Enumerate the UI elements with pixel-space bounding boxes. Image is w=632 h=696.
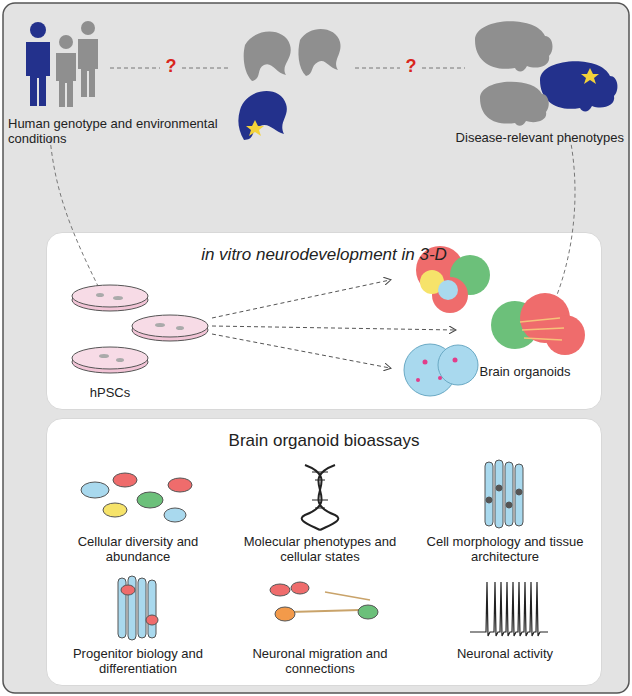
caption: Progenitor biology and differentiation (48, 646, 228, 676)
organoids (404, 246, 585, 396)
progenitor-icon (118, 576, 158, 640)
dashed-links (50, 68, 575, 300)
caption: Molecular phenotypes and cellular states (230, 534, 410, 564)
question-mark: ? (402, 56, 420, 76)
tissue-architecture-icon (485, 460, 523, 528)
embryo-shapes (238, 29, 340, 140)
caption: hPSCs (70, 385, 150, 400)
caption: Disease-relevant phenotypes (440, 130, 624, 145)
caption: Brain organoids (465, 364, 585, 379)
outer-panel (3, 3, 629, 693)
question-mark: ? (162, 56, 180, 76)
petri-dishes (72, 285, 208, 373)
dna-icon (302, 465, 339, 530)
caption: Cell morphology and tissue architecture (415, 534, 595, 564)
brain-shapes (475, 21, 617, 125)
cell-diversity-icon (81, 473, 192, 522)
caption: Neuronal migration and connections (230, 646, 410, 676)
people-icons (26, 21, 98, 107)
caption: Human genotype and environmental conditi… (8, 116, 248, 146)
caption: Neuronal activity (415, 646, 595, 661)
caption: Cellular diversity and abundance (48, 534, 228, 564)
panel-title: Brain organoid bioassays (47, 431, 601, 451)
spike-train-icon (470, 582, 548, 636)
panel-title: in vitro neurodevelopment in 3-D (47, 245, 601, 265)
migration-icon (270, 582, 378, 621)
